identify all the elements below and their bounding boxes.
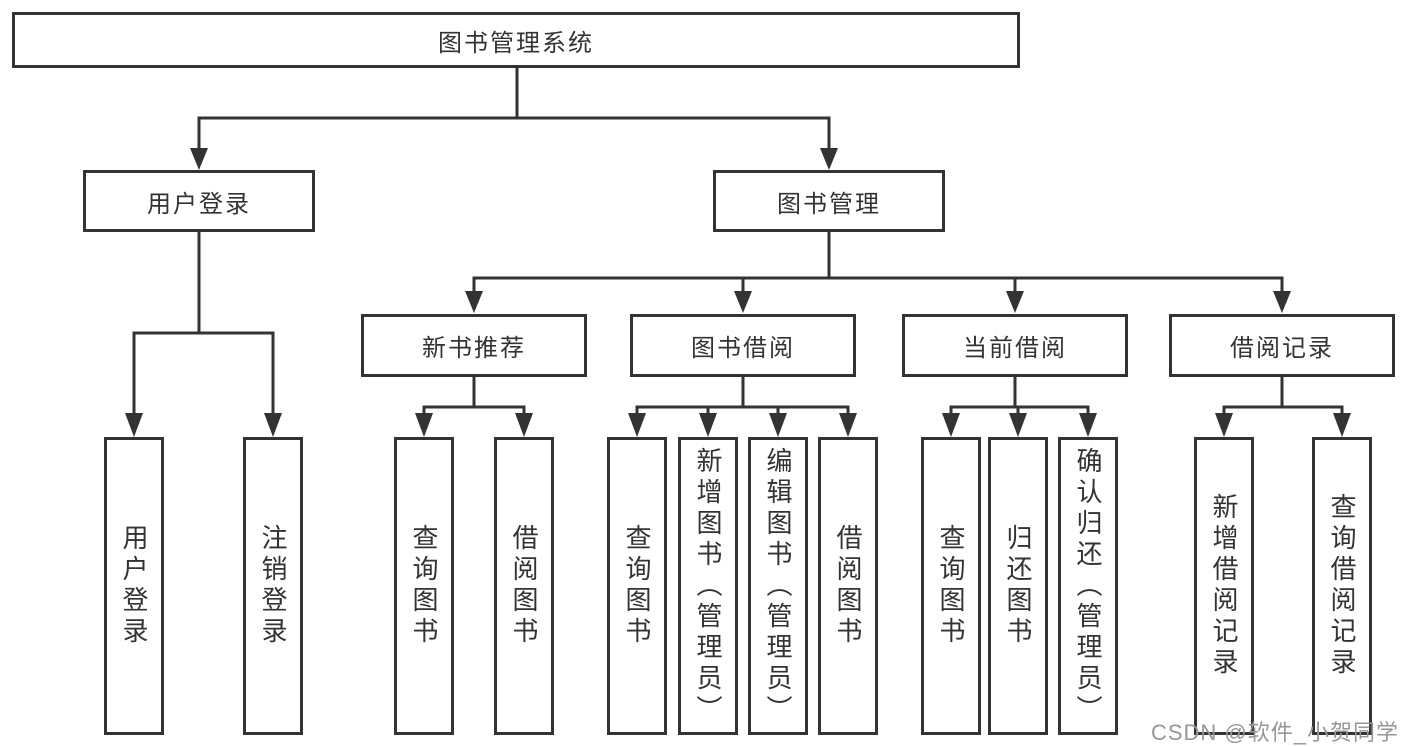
node-book-borrow: 图书借阅 — [630, 314, 856, 377]
leaf-user-login: 用户登录 — [104, 437, 164, 735]
node-borrow-record-label: 借阅记录 — [1230, 335, 1334, 362]
connector-user-rail — [132, 331, 275, 414]
node-user-login-label: 用户登录 — [147, 190, 251, 218]
arrowhead — [1006, 291, 1024, 313]
arrowhead — [1009, 413, 1027, 437]
leaf-edit-book-admin: 编辑图书（管理员） — [748, 437, 808, 735]
csdn-watermark: CSDN @软件_小贺同学 — [1150, 720, 1399, 745]
arrowhead — [942, 413, 960, 437]
leaf-label: 归还图书 — [1003, 524, 1033, 648]
node-book-management: 图书管理 — [713, 170, 945, 232]
arrowhead — [125, 413, 143, 437]
leaf-label: 借阅图书 — [509, 524, 539, 648]
arrowhead — [839, 413, 857, 437]
node-book-management-label: 图书管理 — [777, 190, 881, 218]
connector-level1-rail — [197, 116, 831, 150]
arrowhead — [1215, 413, 1233, 437]
leaf-label: 用户登录 — [119, 524, 149, 648]
leaf-borrow-book-recommend: 借阅图书 — [494, 437, 554, 735]
node-new-book-recommend: 新书推荐 — [361, 314, 587, 377]
node-borrow-record: 借阅记录 — [1169, 314, 1395, 377]
arrowhead — [190, 148, 208, 170]
leaf-confirm-return-admin: 确认归还（管理员） — [1058, 437, 1118, 735]
leaf-label: 编辑图书（管理员） — [763, 446, 793, 726]
node-current-borrow-label: 当前借阅 — [963, 335, 1067, 362]
arrowhead — [1333, 413, 1351, 437]
leaf-return-book: 归还图书 — [988, 437, 1048, 735]
leaf-label: 注销登录 — [258, 524, 288, 648]
leaf-label: 新增借阅记录 — [1209, 493, 1239, 679]
leaf-borrow-book: 借阅图书 — [818, 437, 878, 735]
leaf-label: 查询图书 — [622, 524, 652, 648]
leaf-label: 查询图书 — [409, 524, 439, 648]
arrowhead — [415, 413, 433, 437]
leaf-add-borrow-record: 新增借阅记录 — [1194, 437, 1254, 735]
leaf-query-book-current: 查询图书 — [921, 437, 981, 735]
arrowhead — [769, 413, 787, 437]
arrowhead — [1079, 413, 1097, 437]
connector-rail — [1222, 405, 1344, 414]
leaf-query-book-recommend: 查询图书 — [394, 437, 454, 735]
leaf-query-book-borrow: 查询图书 — [607, 437, 667, 735]
connector-rail — [635, 405, 850, 414]
leaf-label: 确认归还（管理员） — [1073, 446, 1103, 726]
connector-level2-rail — [472, 276, 1284, 292]
node-new-book-recommend-label: 新书推荐 — [422, 335, 526, 362]
leaf-label: 借阅图书 — [833, 524, 863, 648]
leaf-label: 查询借阅记录 — [1327, 493, 1357, 679]
arrowhead — [820, 148, 838, 170]
leaf-query-borrow-record: 查询借阅记录 — [1312, 437, 1372, 735]
arrowhead — [465, 291, 483, 313]
root-node-label: 图书管理系统 — [438, 29, 594, 57]
node-current-borrow: 当前借阅 — [902, 314, 1128, 377]
node-book-borrow-label: 图书借阅 — [691, 335, 795, 362]
node-user-login: 用户登录 — [83, 170, 315, 232]
arrowhead — [734, 291, 752, 313]
arrowhead — [264, 413, 282, 437]
arrowhead — [699, 413, 717, 437]
arrowhead — [1273, 291, 1291, 313]
connector-rail — [422, 405, 526, 414]
arrowhead — [515, 413, 533, 437]
leaf-add-book-admin: 新增图书（管理员） — [678, 437, 738, 735]
arrowhead — [628, 413, 646, 437]
leaf-logout: 注销登录 — [243, 437, 303, 735]
root-node-library-system: 图书管理系统 — [12, 12, 1020, 68]
leaf-label: 新增图书（管理员） — [693, 446, 723, 726]
leaf-label: 查询图书 — [936, 524, 966, 648]
